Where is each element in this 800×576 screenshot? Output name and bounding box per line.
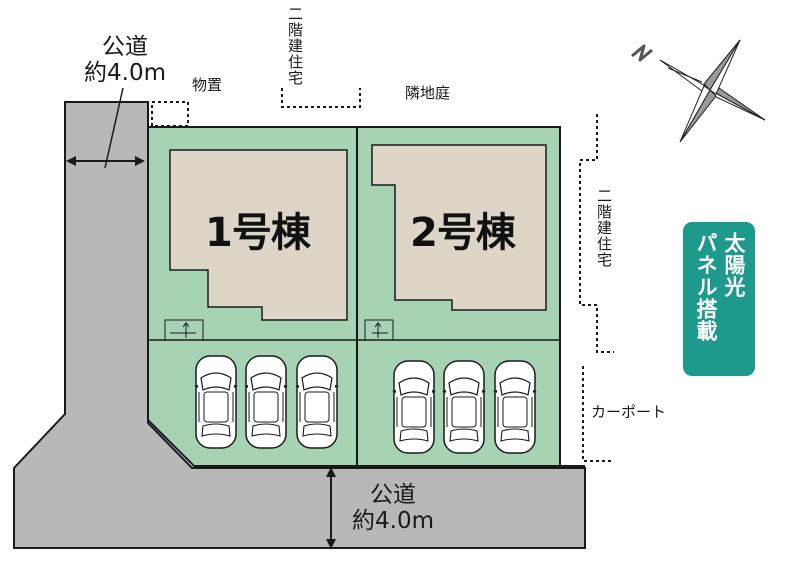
road-top-width: 約4.0m [84,60,166,86]
road-bottom-title: 公道 [370,482,416,508]
neighbor-garden-label: 隣地庭 [405,84,451,102]
road-width-arrow-bottom [326,467,336,549]
house-1-label: 1号棟 [205,210,311,256]
road-top-title: 公道 [102,34,148,60]
neighbor-house-top [281,88,361,108]
storage-shed [151,101,189,127]
building-1 [169,149,348,321]
neighbor-house-top-label: 二階建住宅 [286,6,304,86]
solar-badge-line-1: 太陽光 [722,232,746,298]
storage-label: 物置 [192,76,223,94]
road-label-bottom: 公道 約4.0m [338,482,448,534]
neighbor-house-right-label: 二階建住宅 [595,188,613,268]
road-width-arrow-top [66,87,145,169]
car-6 [492,360,538,454]
road-bottom-width: 約4.0m [352,508,434,534]
building-2 [371,144,547,311]
car-2 [243,355,289,449]
carport-outline [582,366,612,462]
car-3 [294,355,340,449]
road-label-top: 公道 約4.0m [70,34,180,86]
entrance-step-2 [364,319,394,341]
car-4 [391,360,437,454]
solar-panel-badge: 太陽光 パネル搭載 [683,222,755,376]
neighbor-house-right [579,114,614,353]
solar-badge-line-2: パネル搭載 [694,232,718,342]
house-2-label: 2号棟 [410,210,516,256]
car-1 [193,355,239,449]
north-arrow-compass-icon [631,39,766,143]
car-5 [441,360,487,454]
carport-label: カーポート [591,403,667,421]
entrance-step-1 [164,319,204,341]
